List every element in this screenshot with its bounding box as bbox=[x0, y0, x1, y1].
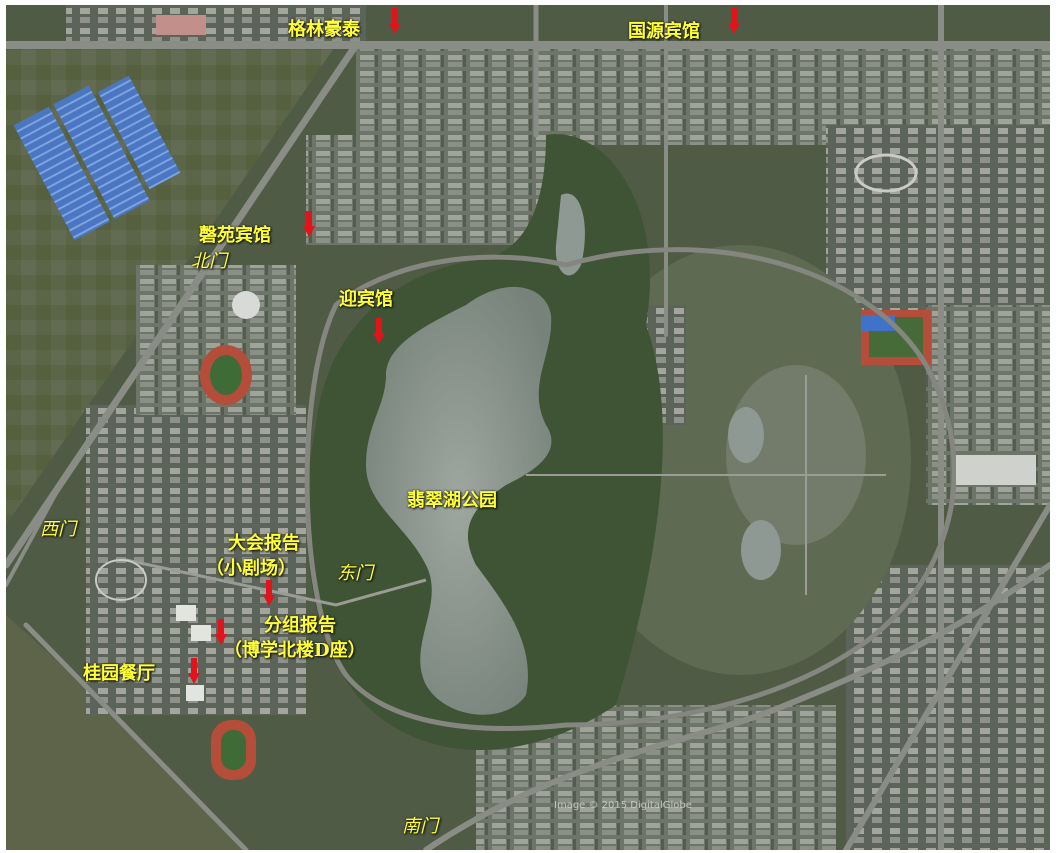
north-gate-label: 北门 bbox=[191, 251, 227, 272]
red-down-arrow-icon bbox=[373, 318, 385, 344]
red-down-arrow-icon bbox=[389, 8, 401, 34]
hotel-label-yingbin: 迎宾馆 bbox=[339, 289, 393, 310]
hotel-label-xinyuan: 磬苑宾馆 bbox=[199, 225, 271, 246]
hotel-label-gelin: 格林豪泰 bbox=[288, 19, 360, 40]
south-gate-label: 南门 bbox=[402, 816, 438, 837]
satellite-imagery bbox=[6, 5, 1050, 850]
imagery-credit: Image © 2015 DigitalGlobe bbox=[554, 800, 692, 811]
red-down-arrow-icon bbox=[188, 658, 200, 684]
group-report-label-line2: （博学北楼D座） bbox=[224, 640, 366, 661]
plenary-label-line2: （小剧场） bbox=[206, 558, 296, 579]
group-report-label-line1: 分组报告 bbox=[264, 615, 336, 636]
canteen-label: 桂园餐厅 bbox=[83, 663, 155, 684]
red-down-arrow-icon bbox=[303, 211, 315, 237]
red-down-arrow-icon bbox=[215, 619, 227, 645]
plenary-label-line1: 大会报告 bbox=[228, 533, 300, 554]
east-gate-label: 东门 bbox=[337, 563, 373, 584]
red-down-arrow-icon bbox=[263, 580, 275, 606]
park-label: 翡翠湖公园 bbox=[407, 490, 497, 511]
red-down-arrow-icon bbox=[728, 8, 740, 34]
satellite-map: 格林豪泰 国源宾馆 磬苑宾馆 北门 迎宾馆 翡翠湖公园 西门 东门 南门 大会报… bbox=[6, 5, 1050, 850]
west-gate-label: 西门 bbox=[40, 519, 76, 540]
hotel-label-guoyuan: 国源宾馆 bbox=[628, 21, 700, 42]
